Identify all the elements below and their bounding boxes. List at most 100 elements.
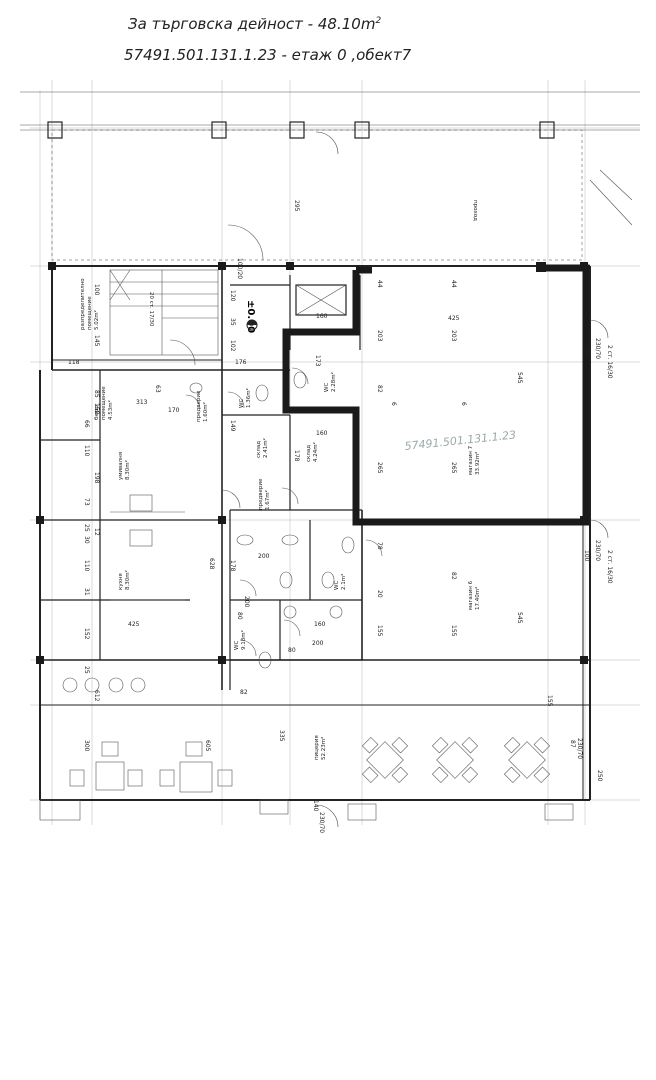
svg-text:120: 120 [229,290,236,302]
svg-text:605: 605 [204,740,211,752]
label-wc-3: WC [334,581,340,590]
svg-text:178: 178 [229,560,236,572]
label-pomeshtenie-2: помещение [101,386,107,420]
svg-text:35: 35 [229,318,236,326]
svg-text:265: 265 [376,462,383,474]
svg-text:230/70: 230/70 [318,812,325,833]
svg-text:102: 102 [229,340,236,352]
header-line-2: 57491.501.131.1.23 - етаж 0 ,обект7 [124,46,412,64]
svg-text:85: 85 [93,390,100,398]
label-razdalitelno: разпределително [80,278,86,330]
svg-text:198: 198 [93,472,100,484]
svg-text:203: 203 [376,330,383,342]
svg-text:100: 100 [93,284,100,296]
svg-text:203: 203 [450,330,457,342]
svg-text:145: 145 [93,335,100,347]
label-wc-2: WC [324,383,330,392]
svg-text:100: 100 [583,345,590,357]
svg-text:200: 200 [243,596,250,608]
room-labels: разпределително помещение 5.02m² бюро по… [80,278,481,760]
svg-text:82: 82 [240,689,248,696]
svg-text:80: 80 [236,612,243,620]
svg-text:12: 12 [93,528,100,536]
svg-text:110: 110 [83,445,90,457]
svg-text:425: 425 [128,621,140,628]
svg-text:230/70: 230/70 [594,338,601,359]
svg-text:425: 425 [448,315,460,322]
svg-text:44: 44 [376,280,383,288]
svg-text:100/20: 100/20 [236,258,243,279]
svg-text:230/70: 230/70 [594,540,601,561]
label-passage: проход [472,200,478,221]
svg-text:160: 160 [316,430,328,437]
label-area-5-02: 5.02m² [93,310,100,330]
svg-text:155: 155 [376,625,383,637]
svg-text:265: 265 [450,462,457,474]
interior-walls [40,266,363,690]
label-area-33-92: 33.92m² [474,452,481,475]
header-line-1: За търговска дейност - 48.10m2 [128,15,381,33]
svg-text:6: 6 [460,402,467,406]
label-predverie-2: предверие [258,478,264,510]
svg-text:313: 313 [136,399,148,406]
columns [36,262,588,664]
object-7-boundary [282,264,590,526]
staircase: 20 ст. 17/30 [109,269,219,356]
svg-text:545: 545 [516,372,523,384]
svg-text:25: 25 [83,524,90,532]
svg-text:160: 160 [316,313,328,320]
svg-text:87: 87 [569,740,576,748]
door-swings [169,224,609,828]
svg-text:612: 612 [93,690,100,702]
label-area-8-30b: 8.30m² [124,570,131,590]
svg-text:335: 335 [278,730,285,742]
cadastral-stamp: 57491.501.131.1.23 [404,428,517,453]
label-kuhnia: кухня [118,573,124,590]
svg-text:66: 66 [83,420,90,428]
label-area-2-1x: 2.1m² [340,574,347,590]
svg-text:152: 152 [83,628,90,640]
label-area-2-41: 2.41m² [262,438,269,458]
svg-text:545: 545 [516,612,523,624]
svg-text:80: 80 [288,647,296,654]
label-biuro: бюро [94,404,100,420]
label-predverie-1: предверие [196,390,202,422]
label-area-1-60: 1.60m² [202,402,209,422]
label-umivalnia: умивалня [118,452,124,480]
svg-text:173: 173 [314,355,321,367]
svg-text:110: 110 [83,560,90,572]
elevation-marker: ±0.00 [245,300,258,333]
label-magazin-7: магазин 7 [468,445,474,475]
label-area-2-28: 2.28m² [330,372,337,392]
svg-text:82: 82 [450,572,457,580]
passage-area: проход 295 [20,91,640,261]
label-wc-4: WC [234,641,240,650]
svg-text:44: 44 [450,280,457,288]
label-area-8-30a: 8.30m² [124,460,131,480]
label-sklad-1: склад [256,441,262,458]
label-area-1-67: 1.67m² [264,490,271,510]
label-area-1-36: 1.36m² [245,388,252,408]
sanitary-fixtures [110,371,355,669]
outer-walls [39,265,591,801]
svg-text:155: 155 [450,625,457,637]
svg-text:118: 118 [68,359,80,366]
elevator-shaft: 160 [295,284,347,320]
svg-text:176: 176 [235,359,247,366]
svg-text:30: 30 [83,536,90,544]
svg-text:78: 78 [376,542,383,550]
dimension-labels: 120 100/20 35 102 100 145 118 176 173 44… [68,258,613,833]
svg-text:±0.00: ±0.00 [245,300,256,333]
svg-text:170: 170 [168,407,180,414]
svg-text:150: 150 [93,403,100,415]
label-area-9-18: 9.18m² [240,630,247,650]
label-pitseria: пицерия [314,735,320,760]
dim-295: 295 [293,200,300,212]
label-area-17-40: 17.40m² [474,587,481,610]
svg-text:230/70: 230/70 [576,738,583,759]
label-magazin-6: магазин 6 [468,580,474,610]
label-area-4-53: 4.53m² [107,400,114,420]
svg-text:6: 6 [390,402,397,406]
svg-text:63: 63 [154,385,161,393]
